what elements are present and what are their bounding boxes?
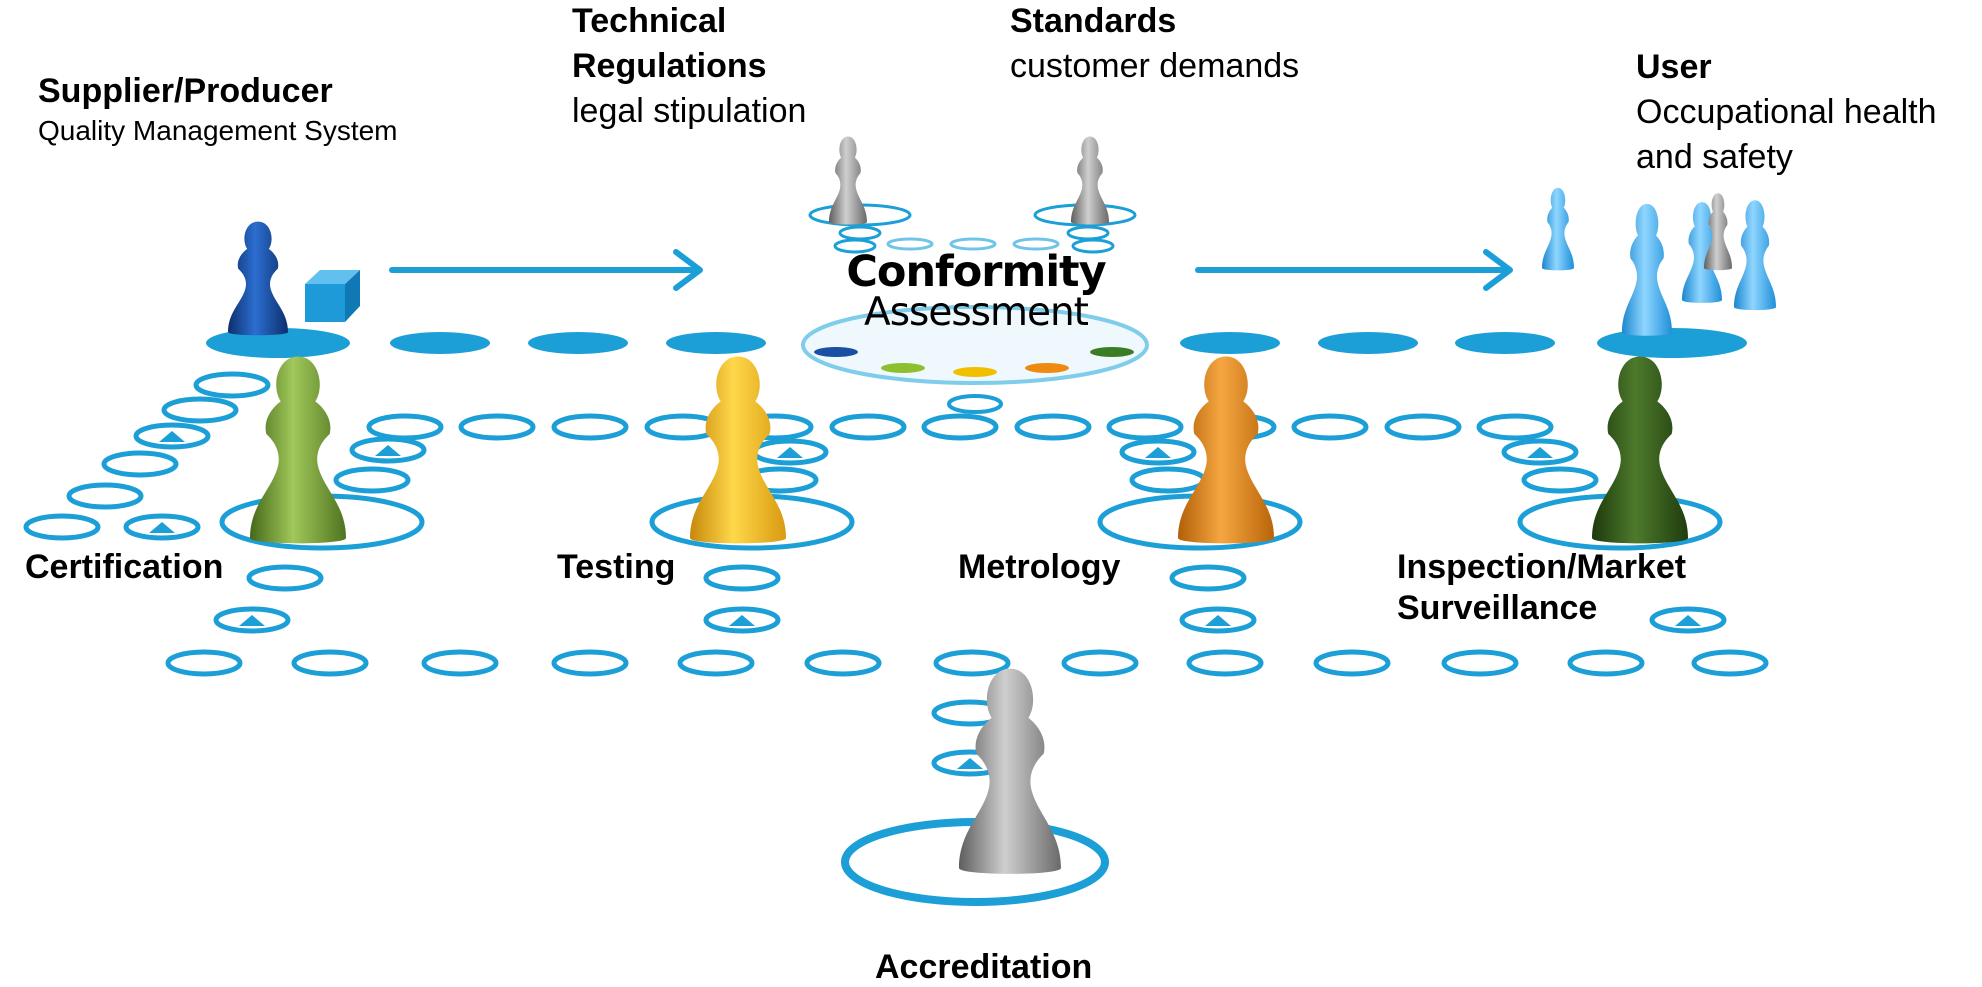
top-rail (206, 328, 1747, 358)
center-title: Conformity (846, 247, 1106, 297)
supplier-title: Supplier/Producer (38, 72, 333, 110)
standards-title: Standards (1010, 2, 1177, 40)
regulations-title-2: Regulations (572, 47, 767, 86)
arrow-right-icon (1195, 249, 1513, 291)
pawn-testing (690, 356, 786, 544)
metrology-label: Metrology (958, 548, 1121, 586)
testing-label: Testing (557, 548, 676, 586)
supplier-subtitle: Quality Management System (38, 115, 398, 147)
user-title: User (1636, 48, 1712, 86)
pawn-inspection (1592, 356, 1688, 544)
branch-paths (744, 441, 1596, 491)
pawn-certification (250, 356, 346, 544)
user-subtitle-2: and safety (1636, 138, 1793, 177)
conformity-disc (801, 305, 1149, 385)
regulations-title-1: Technical (572, 2, 727, 40)
standards-subtitle: customer demands (1010, 47, 1300, 86)
regulations-subtitle: legal stipulation (572, 92, 807, 131)
pawn-icon (228, 221, 288, 336)
supplier-label: Supplier/Producer Quality Management Sys… (38, 72, 398, 147)
top-path (808, 203, 1137, 414)
regulations-label: Technical Regulations legal stipulation (572, 2, 806, 131)
pawn-grey-standards (1071, 136, 1109, 225)
accreditation-label: Accreditation (875, 948, 1093, 986)
user-pawns (1542, 187, 1776, 336)
center-label: Conformity Assessment (820, 247, 1132, 336)
pawn-grey-regulations (829, 136, 867, 225)
center-subtitle: Assessment (864, 290, 1089, 336)
inspection-title-1: Inspection/Market (1397, 548, 1687, 586)
middle-path (369, 416, 1551, 438)
bottom-path (168, 652, 1766, 674)
user-subtitle-1: Occupational health (1636, 93, 1937, 132)
inspection-label: Inspection/Market Surveillance (1397, 548, 1686, 628)
user-label: User Occupational health and safety (1636, 48, 1937, 177)
pawn-accreditation (959, 668, 1061, 874)
certification-label: Certification (25, 548, 224, 586)
inspection-title-2: Surveillance (1397, 589, 1598, 628)
standards-label: Standards customer demands (1010, 2, 1299, 86)
cube-icon (305, 270, 360, 322)
arrow-right-icon (389, 249, 703, 291)
